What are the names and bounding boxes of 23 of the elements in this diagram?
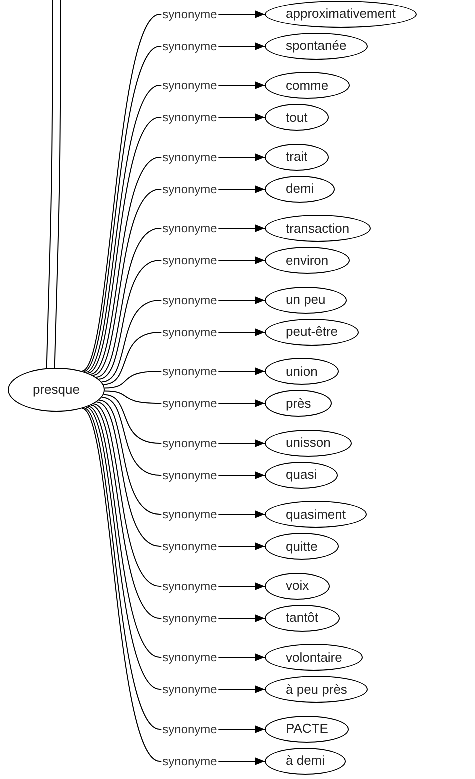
ellipse-node: un peu — [265, 286, 347, 314]
ellipse-node: transaction — [265, 215, 371, 242]
ellipse-node: PACTE — [265, 716, 350, 742]
ellipse-node: environ — [265, 247, 350, 274]
ellipse-node: près — [265, 390, 332, 417]
ellipse-node: tantôt — [265, 604, 340, 632]
ellipse-node: approximativement — [265, 0, 417, 28]
ellipse-node: union — [265, 358, 339, 385]
ellipse-node: à peu près — [265, 676, 368, 703]
ellipse-node: trait — [265, 144, 329, 170]
ellipse-node: tout — [265, 104, 329, 131]
ellipse-node: spontanée — [265, 32, 368, 60]
ellipse-node: volontaire — [265, 644, 364, 671]
ellipse-node: à demi — [265, 748, 346, 774]
ellipse-node: voix — [265, 572, 330, 600]
ellipse-node: quitte — [265, 533, 339, 560]
ellipse-node: comme — [265, 72, 350, 99]
ellipse-node: unisson — [265, 430, 352, 456]
ellipse-node: quasiment — [265, 501, 367, 528]
ellipse-node: presque — [8, 368, 105, 412]
ellipse-node: demi — [265, 176, 336, 202]
ellipse-node: quasi — [265, 462, 338, 488]
ellipse-node: peut-être — [265, 318, 360, 346]
